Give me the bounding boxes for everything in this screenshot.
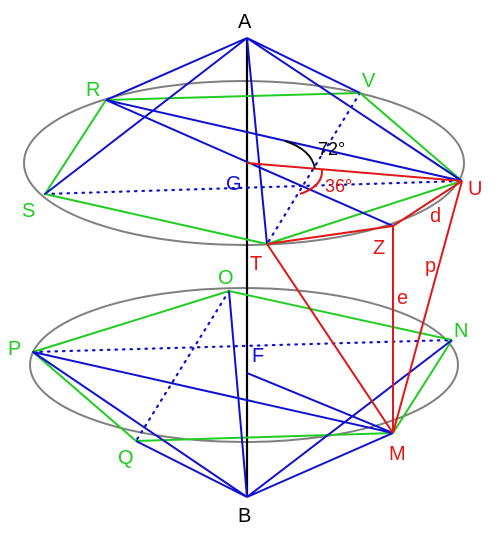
label-U: U [468, 178, 482, 200]
edge-A-T [246, 37, 268, 245]
edge-B-M [246, 432, 394, 498]
edge-O-N [228, 290, 453, 341]
label-N: N [454, 320, 468, 342]
edge-A-U [246, 37, 463, 182]
edge-S-T [44, 193, 268, 245]
edge-B-N [246, 339, 453, 498]
arc-36 [299, 169, 324, 195]
label-A: A [238, 11, 252, 33]
label-G: G [226, 173, 242, 195]
edge-B-O [228, 290, 248, 498]
red-Z-U [392, 180, 463, 227]
label-M: M [389, 443, 406, 465]
edge-P-Q [32, 351, 137, 442]
label-p: p [425, 255, 436, 277]
edge-O-P [32, 290, 230, 353]
label-B: B [238, 505, 251, 527]
dotted-S-U [43, 179, 464, 196]
arc-72 [284, 140, 316, 170]
edge-R-V [105, 92, 361, 101]
label-O: O [218, 267, 234, 289]
red-T-Z [266, 225, 394, 245]
label-T: T [250, 253, 262, 275]
edge-B-P [32, 351, 248, 498]
label-d: d [430, 205, 441, 227]
edge-A-R [105, 37, 248, 101]
label-e: e [397, 287, 408, 309]
edge-N-M [392, 339, 453, 434]
dotted-P-N [31, 338, 454, 354]
label-V: V [362, 70, 376, 92]
dotted-lines [31, 91, 464, 443]
dotted-V-T [265, 91, 362, 246]
labels: A B R V S U G T Z O N P F Q M d e p 72° … [8, 11, 482, 527]
lower-ellipse [29, 287, 459, 443]
edge-R-U [105, 99, 463, 182]
label-P: P [8, 338, 21, 360]
label-R: R [86, 79, 100, 101]
red-lines [246, 162, 463, 434]
dotted-O-Q [134, 289, 231, 443]
green-edges [32, 92, 463, 442]
label-angle-36: 36° [325, 176, 352, 196]
label-S: S [22, 200, 35, 222]
red-T-M [266, 243, 394, 434]
blue-edges [32, 37, 463, 498]
label-Z: Z [373, 237, 385, 259]
label-F: F [252, 345, 264, 367]
label-Q: Q [118, 447, 134, 469]
edge-F-M [246, 372, 394, 434]
upper-ellipse [23, 80, 465, 246]
edge-P-M [32, 351, 394, 434]
edge-V-U [359, 92, 463, 182]
edge-B-Q [135, 440, 248, 498]
edge-A-V [246, 37, 361, 94]
label-angle-72: 72° [318, 139, 345, 159]
red-G-U [246, 162, 463, 182]
edge-Q-M [135, 432, 394, 442]
edge-A-S [44, 37, 248, 195]
red-U-M [392, 180, 463, 434]
edge-R-S [44, 99, 107, 195]
